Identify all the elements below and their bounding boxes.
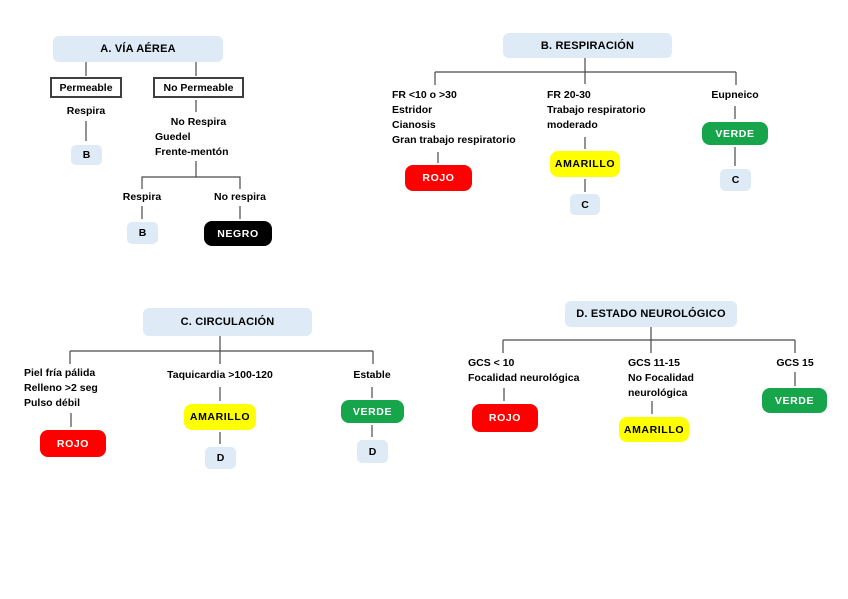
- guedel-label: Guedel: [155, 131, 191, 143]
- d-red-criteria-1: GCS < 10: [468, 357, 515, 369]
- d-green-criteria-1: GCS 15: [776, 357, 814, 369]
- b-yellow-criteria-3: moderado: [547, 119, 598, 131]
- c-red-criteria-2: Relleno >2 seg: [24, 382, 98, 394]
- code-box-b2: B: [127, 222, 158, 244]
- negro-tag: NEGRO: [204, 221, 272, 246]
- amarillo-tag-b: AMARILLO: [550, 151, 620, 177]
- no-permeable-box: No Permeable: [153, 77, 244, 98]
- c-green-criteria-1: Estable: [353, 369, 391, 381]
- rojo-tag-b: ROJO: [405, 165, 472, 191]
- b-red-criteria-4: Gran trabajo respiratorio: [392, 134, 516, 146]
- respira-label: Respira: [66, 105, 106, 117]
- c-red-criteria-3: Pulso débil: [24, 397, 81, 409]
- b-red-criteria-2: Estridor: [392, 104, 433, 116]
- code-box-c1: C: [570, 194, 600, 215]
- b-yellow-criteria-1: FR 20-30: [547, 89, 591, 101]
- section-d-header: D. ESTADO NEUROLÓGICO: [565, 301, 737, 327]
- b-green-criteria-1: Eupneico: [711, 89, 759, 101]
- b-red-criteria-3: Cianosis: [392, 119, 436, 131]
- section-a-header: A. VÍA AÉREA: [53, 36, 223, 62]
- code-box-b1: B: [71, 145, 102, 165]
- c-red-criteria-1: Piel fría pálida: [24, 367, 96, 379]
- rojo-tag-c: ROJO: [40, 430, 106, 457]
- c-yellow-criteria-1: Taquicardia >100-120: [167, 369, 273, 381]
- amarillo-tag-c: AMARILLO: [184, 404, 256, 430]
- code-box-c2: C: [720, 169, 751, 191]
- verde-tag-c: VERDE: [341, 400, 404, 423]
- verde-tag-b: VERDE: [702, 122, 768, 145]
- sub-respira-label: Respira: [122, 191, 162, 203]
- d-yellow-criteria-2: No Focalidad: [628, 372, 694, 384]
- sub-no-respira-label: No respira: [214, 191, 266, 203]
- b-yellow-criteria-2: Trabajo respiratorio: [547, 104, 646, 116]
- frente-menton-label: Frente-mentón: [155, 146, 229, 158]
- code-box-d2: D: [357, 440, 388, 463]
- code-box-d1: D: [205, 447, 236, 469]
- section-c-header: C. CIRCULACIÓN: [143, 308, 312, 336]
- no-respira-label: No Respira: [170, 116, 227, 128]
- permeable-box: Permeable: [50, 77, 122, 98]
- section-b-header: B. RESPIRACIÓN: [503, 33, 672, 58]
- d-red-criteria-2: Focalidad neurológica: [468, 372, 580, 384]
- b-red-criteria-1: FR <10 o >30: [392, 89, 457, 101]
- verde-tag-d: VERDE: [762, 388, 827, 413]
- d-yellow-criteria-3: neurológica: [628, 387, 688, 399]
- amarillo-tag-d: AMARILLO: [619, 417, 689, 442]
- d-yellow-criteria-1: GCS 11-15: [628, 357, 680, 369]
- rojo-tag-d: ROJO: [472, 404, 538, 432]
